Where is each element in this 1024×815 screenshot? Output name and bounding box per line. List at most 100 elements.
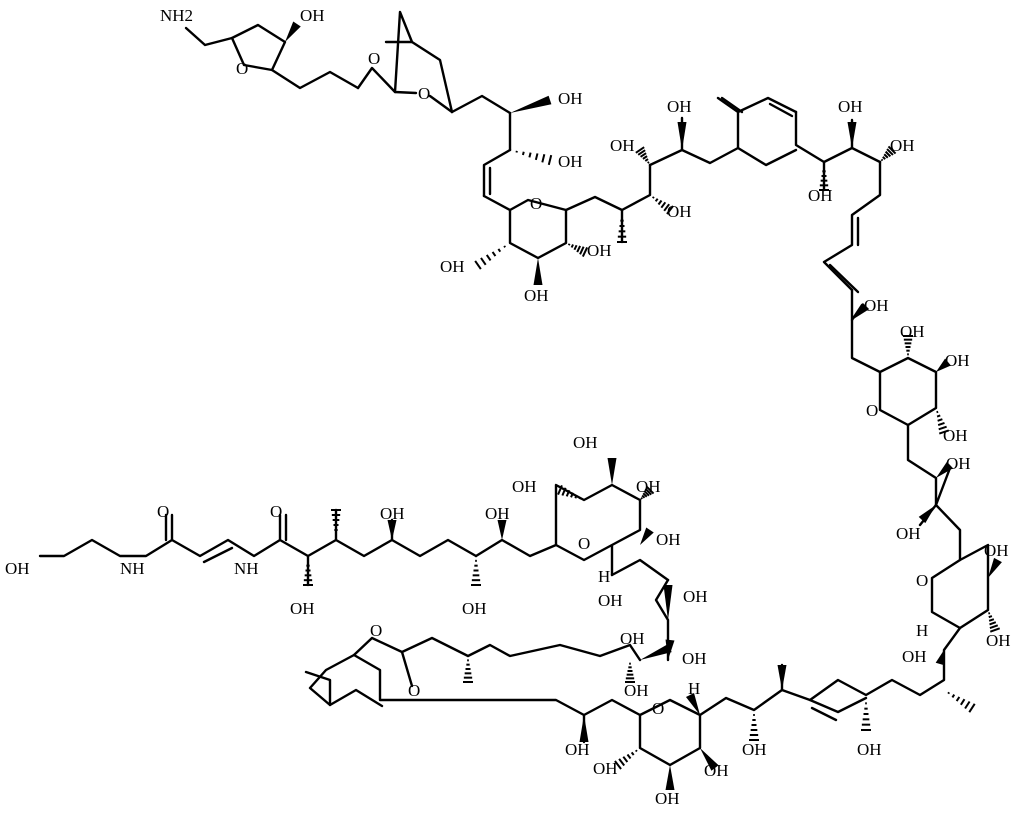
hash-bond (528, 152, 532, 158)
atom-label-oh: OH (636, 477, 661, 496)
hash-bond (622, 756, 629, 763)
atom-label-oh: OH (620, 629, 645, 648)
hash-bond (937, 421, 945, 427)
atom-label-oh: OH (682, 649, 707, 668)
bond-chain (698, 688, 784, 717)
bond-chain (850, 318, 882, 374)
atom-label-oh: OH (300, 6, 325, 25)
bond-chain (780, 626, 962, 702)
bond-chain (306, 538, 338, 587)
hash-bond (989, 621, 997, 626)
bond-chain (356, 66, 418, 95)
bond-chain (184, 26, 234, 47)
bond-chain (736, 96, 798, 114)
bond-chain (482, 194, 512, 212)
atom-label-oh: OH (704, 761, 729, 780)
atom-label-oh: OH (900, 322, 925, 341)
atom-label-h: H (688, 679, 700, 698)
atom-label-o: O (157, 502, 169, 521)
hash-bond (614, 760, 622, 770)
bond-chain (822, 118, 854, 164)
atom-label-oh: OH (902, 647, 927, 666)
hash-bond (988, 618, 995, 622)
hash-bond (641, 494, 646, 499)
bond (828, 263, 860, 294)
hash-bond (570, 492, 574, 498)
atom-label-oh: OH (5, 559, 30, 578)
hash-bond (570, 244, 574, 248)
wedge-bond (700, 748, 719, 771)
bond (720, 96, 744, 114)
hash-bond (565, 489, 571, 497)
wedge-bond (936, 461, 954, 478)
bond-chain (38, 538, 174, 558)
atom-label-o: O (408, 681, 420, 700)
wedge-bond (387, 520, 397, 540)
atom-label-o: O (530, 194, 542, 213)
hash-bond (645, 485, 655, 495)
hash-bond (491, 251, 497, 257)
wedge-bond (510, 95, 552, 113)
bond-chain (878, 356, 938, 427)
bond (768, 102, 794, 118)
atom-label-o: O (866, 401, 878, 420)
hash-bond (660, 201, 667, 209)
wedge-bond (677, 122, 687, 150)
atom-label-o: O (916, 571, 928, 590)
bond-chain (230, 23, 287, 72)
hash-bond (988, 615, 993, 619)
bond-chain (850, 146, 882, 164)
atom-label-o: O (270, 502, 282, 521)
hash-bond (626, 753, 632, 760)
wedge-bond (936, 358, 951, 372)
hash-bond (557, 484, 563, 496)
hash-bond (644, 488, 652, 496)
bond-chain (554, 483, 642, 577)
bond-chain (638, 698, 702, 767)
hash-bond (534, 153, 539, 161)
hash-bond (547, 154, 553, 166)
atom-label-oh: OH (857, 740, 882, 759)
bond-chain (308, 653, 586, 717)
hash-bond (988, 612, 991, 615)
wedge-bond (640, 643, 672, 660)
bond-chain (428, 94, 454, 114)
hash-bond (503, 245, 506, 248)
hash-bond (880, 158, 884, 162)
hash-bond (884, 150, 892, 158)
bond-chain (304, 670, 332, 707)
bond-chain (822, 160, 882, 292)
atom-label-oh: OH (655, 789, 680, 808)
hash-bond (642, 492, 648, 498)
wedge-bond (852, 302, 870, 320)
atom-label-oh: OH (742, 740, 767, 759)
wedge-bond (640, 527, 654, 545)
atom-label-oh: OH (558, 152, 583, 171)
bond-chain (508, 198, 568, 260)
hash-bond (637, 149, 646, 156)
hash-bond (652, 196, 655, 199)
atom-label-oh: OH (890, 136, 915, 155)
wedge-bond (497, 520, 507, 540)
atom-label-oh: OH (946, 454, 971, 473)
atom-label-oh: OH (838, 97, 863, 116)
hash-bond (635, 146, 645, 154)
atom-label-o: O (236, 59, 248, 78)
hash-bond (480, 257, 487, 266)
atom-label-h: H (598, 567, 610, 586)
hash-bond (947, 691, 950, 695)
bond-chain (390, 518, 478, 558)
hash-bond (654, 198, 659, 202)
hash-bond (663, 203, 670, 212)
hash-bond (541, 154, 546, 163)
hash-bond (561, 487, 567, 496)
atom-label-oh: OH (808, 186, 833, 205)
atom-label-o: O (368, 49, 380, 68)
wedge-bond (685, 692, 700, 715)
hash-bond (642, 155, 648, 160)
atom-label-o: O (652, 699, 664, 718)
hash-bond (936, 410, 939, 414)
wedge-bond (847, 122, 857, 148)
hash-bond (574, 494, 578, 499)
atom-label-oh: OH (558, 89, 583, 108)
